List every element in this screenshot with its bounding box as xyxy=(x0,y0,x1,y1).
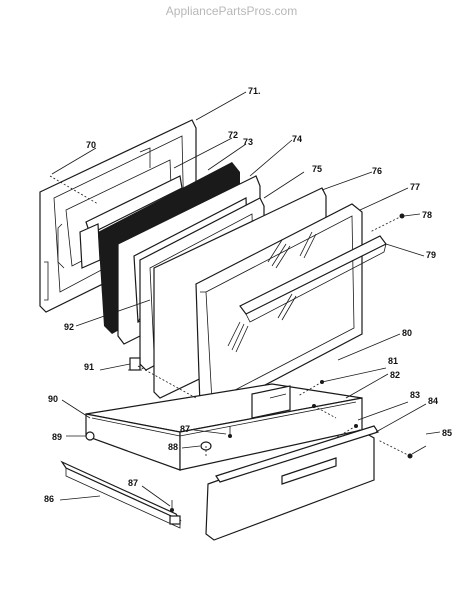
callout-76: 76 xyxy=(372,166,382,176)
callout-79: 79 xyxy=(426,250,436,260)
callout-80: 80 xyxy=(402,328,412,338)
callout-92: 92 xyxy=(64,322,74,332)
part-86-drawer-rail[interactable] xyxy=(60,460,182,529)
part-87-screw-a[interactable] xyxy=(228,426,232,438)
callout-87-b: 87 xyxy=(128,478,138,488)
callout-90: 90 xyxy=(48,394,58,404)
part-84-drawer-trim[interactable] xyxy=(215,425,379,483)
part-78-screw[interactable] xyxy=(399,213,421,219)
callout-91: 91 xyxy=(84,362,94,372)
callout-77: 77 xyxy=(410,182,420,192)
callout-74: 74 xyxy=(292,134,302,144)
part-87-screw-b[interactable] xyxy=(170,500,174,512)
callout-88: 88 xyxy=(168,442,178,452)
callout-89: 89 xyxy=(52,432,62,442)
callout-86: 86 xyxy=(44,494,54,504)
callout-75: 75 xyxy=(312,164,322,174)
part-72-window-bracket[interactable] xyxy=(79,175,183,269)
callout-70: 70 xyxy=(86,140,96,150)
callout-84: 84 xyxy=(428,396,438,406)
part-85-screw[interactable] xyxy=(407,445,427,459)
callout-82: 82 xyxy=(390,370,400,380)
part-89-drawer-roller[interactable] xyxy=(85,431,95,441)
callout-labels: 70 71. 72 73 74 75 76 77 78 79 80 81 82 … xyxy=(44,86,452,504)
part-91-hinge-clip[interactable] xyxy=(128,357,142,371)
callout-78: 78 xyxy=(422,210,432,220)
watermark: AppliancePartsPros.com xyxy=(165,4,298,18)
callout-81: 81 xyxy=(388,356,398,366)
part-90-storage-drawer[interactable] xyxy=(85,383,363,471)
callout-71: 71. xyxy=(248,86,261,96)
callout-83: 83 xyxy=(410,390,420,400)
callout-73: 73 xyxy=(243,137,253,147)
callout-leader-lines xyxy=(51,91,441,507)
callout-87-a: 87 xyxy=(180,424,190,434)
callout-85: 85 xyxy=(442,428,452,438)
callout-72: 72 xyxy=(228,130,238,140)
assembly-guide-lines xyxy=(49,175,411,457)
